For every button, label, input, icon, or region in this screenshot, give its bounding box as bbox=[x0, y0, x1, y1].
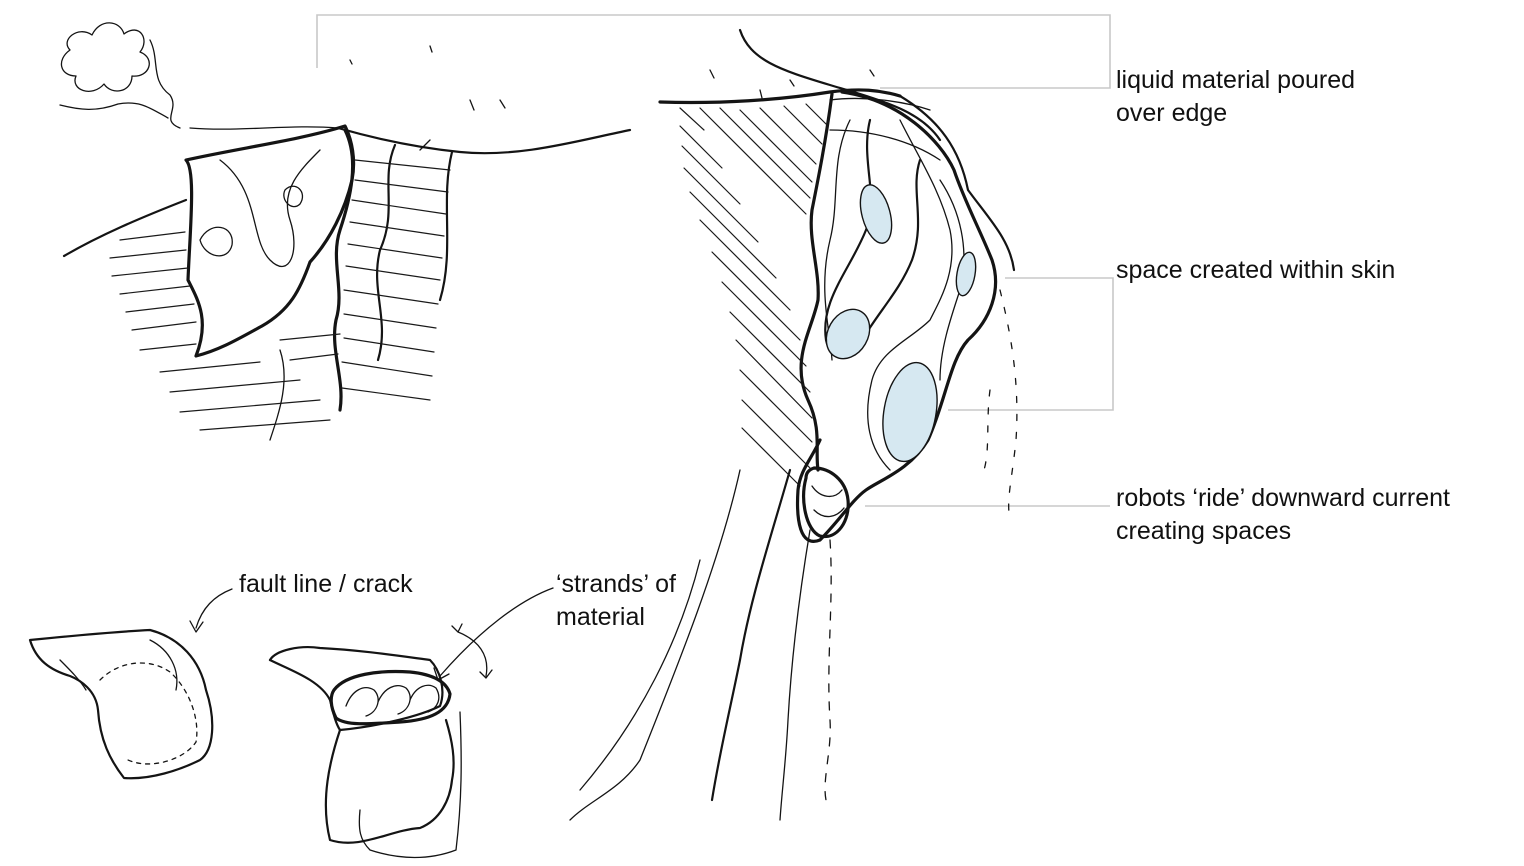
label-fault-line: fault line / crack bbox=[239, 568, 413, 601]
leader-space bbox=[948, 277, 1114, 411]
label-strands: ‘strands’ of material bbox=[556, 568, 676, 634]
arrow-strands bbox=[433, 587, 554, 681]
leader-lines bbox=[189, 14, 1114, 681]
arrow-fault bbox=[189, 588, 233, 633]
label-robots-ride: robots ‘ride’ downward current creating … bbox=[1116, 482, 1450, 548]
robot-cluster bbox=[802, 466, 850, 539]
sketch-cliff-left bbox=[59, 22, 632, 441]
leader-poured bbox=[316, 14, 1111, 89]
void-2 bbox=[955, 251, 977, 297]
sketch-strand-rock bbox=[268, 646, 462, 859]
sketch-fault-rock bbox=[28, 628, 214, 780]
label-strands-line-1: ‘strands’ of bbox=[556, 570, 676, 598]
label-liquid-poured-line-1: liquid material poured bbox=[1116, 66, 1356, 94]
label-space-created-line-1: space created within skin bbox=[1116, 256, 1396, 284]
void-3 bbox=[825, 308, 871, 360]
label-liquid-poured: liquid material poured over edge bbox=[1116, 64, 1355, 130]
void-4 bbox=[882, 361, 938, 463]
sketch-cliff-main bbox=[569, 28, 1018, 821]
rotate-arrow bbox=[451, 623, 493, 679]
label-robots-ride-line-1: robots ‘ride’ downward current bbox=[1116, 484, 1450, 512]
label-robots-ride-line-2: creating spaces bbox=[1116, 517, 1292, 545]
label-liquid-poured-line-2: over edge bbox=[1116, 99, 1228, 127]
label-space-created: space created within skin bbox=[1116, 254, 1395, 287]
void-1 bbox=[859, 184, 893, 244]
label-fault-line-line-1: fault line / crack bbox=[239, 570, 413, 598]
label-strands-line-2: material bbox=[556, 603, 645, 631]
strands-bundle bbox=[329, 669, 452, 726]
